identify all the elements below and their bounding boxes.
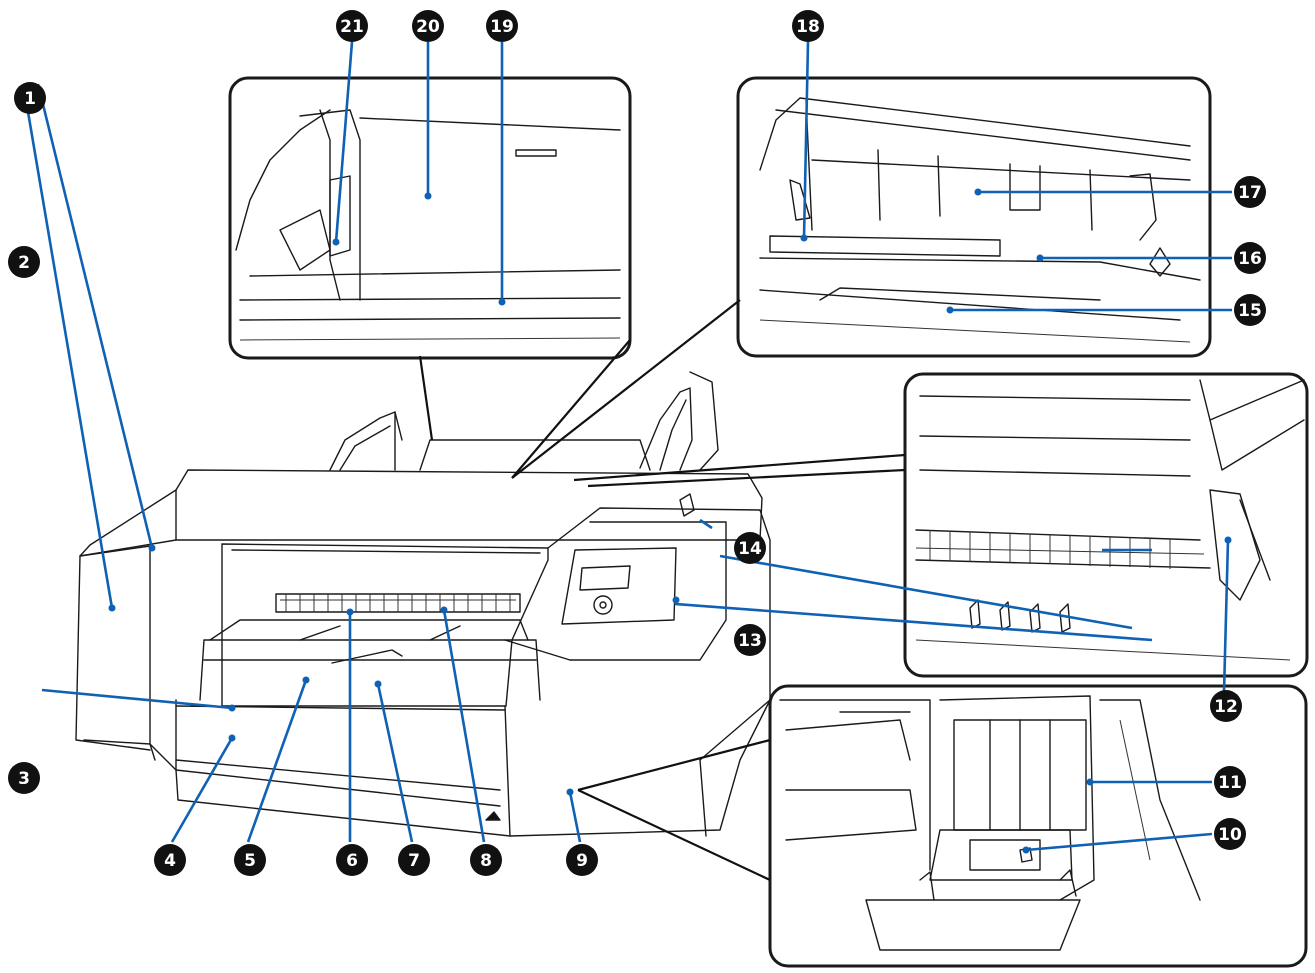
callout-badge-19: 19 xyxy=(486,10,518,42)
callout-badge-18: 18 xyxy=(792,10,824,42)
callout-badge-9: 9 xyxy=(566,844,598,876)
callout-badge-20: 20 xyxy=(412,10,444,42)
callout-badge-5: 5 xyxy=(234,844,266,876)
callout-badge-21: 21 xyxy=(336,10,368,42)
svg-text:11: 11 xyxy=(1218,773,1242,793)
svg-text:9: 9 xyxy=(576,851,588,871)
inset-pointers xyxy=(418,299,906,881)
svg-text:16: 16 xyxy=(1238,249,1262,269)
svg-text:8: 8 xyxy=(480,851,492,871)
callout-badge-4: 4 xyxy=(154,844,186,876)
svg-text:10: 10 xyxy=(1218,825,1242,845)
svg-text:4: 4 xyxy=(164,851,176,871)
svg-text:20: 20 xyxy=(416,17,440,37)
callout-badge-10: 10 xyxy=(1214,818,1246,850)
inset-top-right xyxy=(736,76,1212,358)
callout-badge-11: 11 xyxy=(1214,766,1246,798)
svg-text:17: 17 xyxy=(1238,183,1262,203)
printer-body xyxy=(75,371,771,837)
callout-badge-7: 7 xyxy=(398,844,430,876)
svg-text:1: 1 xyxy=(24,89,36,109)
callout-badge-3: 3 xyxy=(8,762,40,794)
inset-bottom-right xyxy=(768,684,1308,968)
callout-badge-1: 1 xyxy=(14,82,46,114)
callout-badge-6: 6 xyxy=(336,844,368,876)
callout-badge-15: 15 xyxy=(1234,294,1266,326)
svg-text:13: 13 xyxy=(738,631,762,651)
callout-badge-17: 17 xyxy=(1234,176,1266,208)
svg-text:7: 7 xyxy=(408,851,420,871)
callout-badge-13: 13 xyxy=(734,624,766,656)
svg-text:3: 3 xyxy=(18,769,30,789)
svg-text:19: 19 xyxy=(490,17,514,37)
callout-badge-16: 16 xyxy=(1234,242,1266,274)
svg-text:2: 2 xyxy=(18,253,30,273)
svg-text:15: 15 xyxy=(1238,301,1262,321)
svg-text:6: 6 xyxy=(346,851,358,871)
callout-badge-8: 8 xyxy=(470,844,502,876)
svg-text:14: 14 xyxy=(738,539,762,559)
callout-badge-14: 14 xyxy=(734,532,766,564)
callout-badge-2: 2 xyxy=(8,246,40,278)
svg-text:18: 18 xyxy=(796,17,820,37)
inset-top-left xyxy=(228,76,632,360)
svg-text:12: 12 xyxy=(1214,697,1238,717)
callout-badge-12: 12 xyxy=(1210,690,1242,722)
callout-leaders xyxy=(24,41,1232,854)
svg-text:5: 5 xyxy=(244,851,256,871)
svg-text:21: 21 xyxy=(340,17,364,37)
inset-middle-right xyxy=(903,372,1309,678)
